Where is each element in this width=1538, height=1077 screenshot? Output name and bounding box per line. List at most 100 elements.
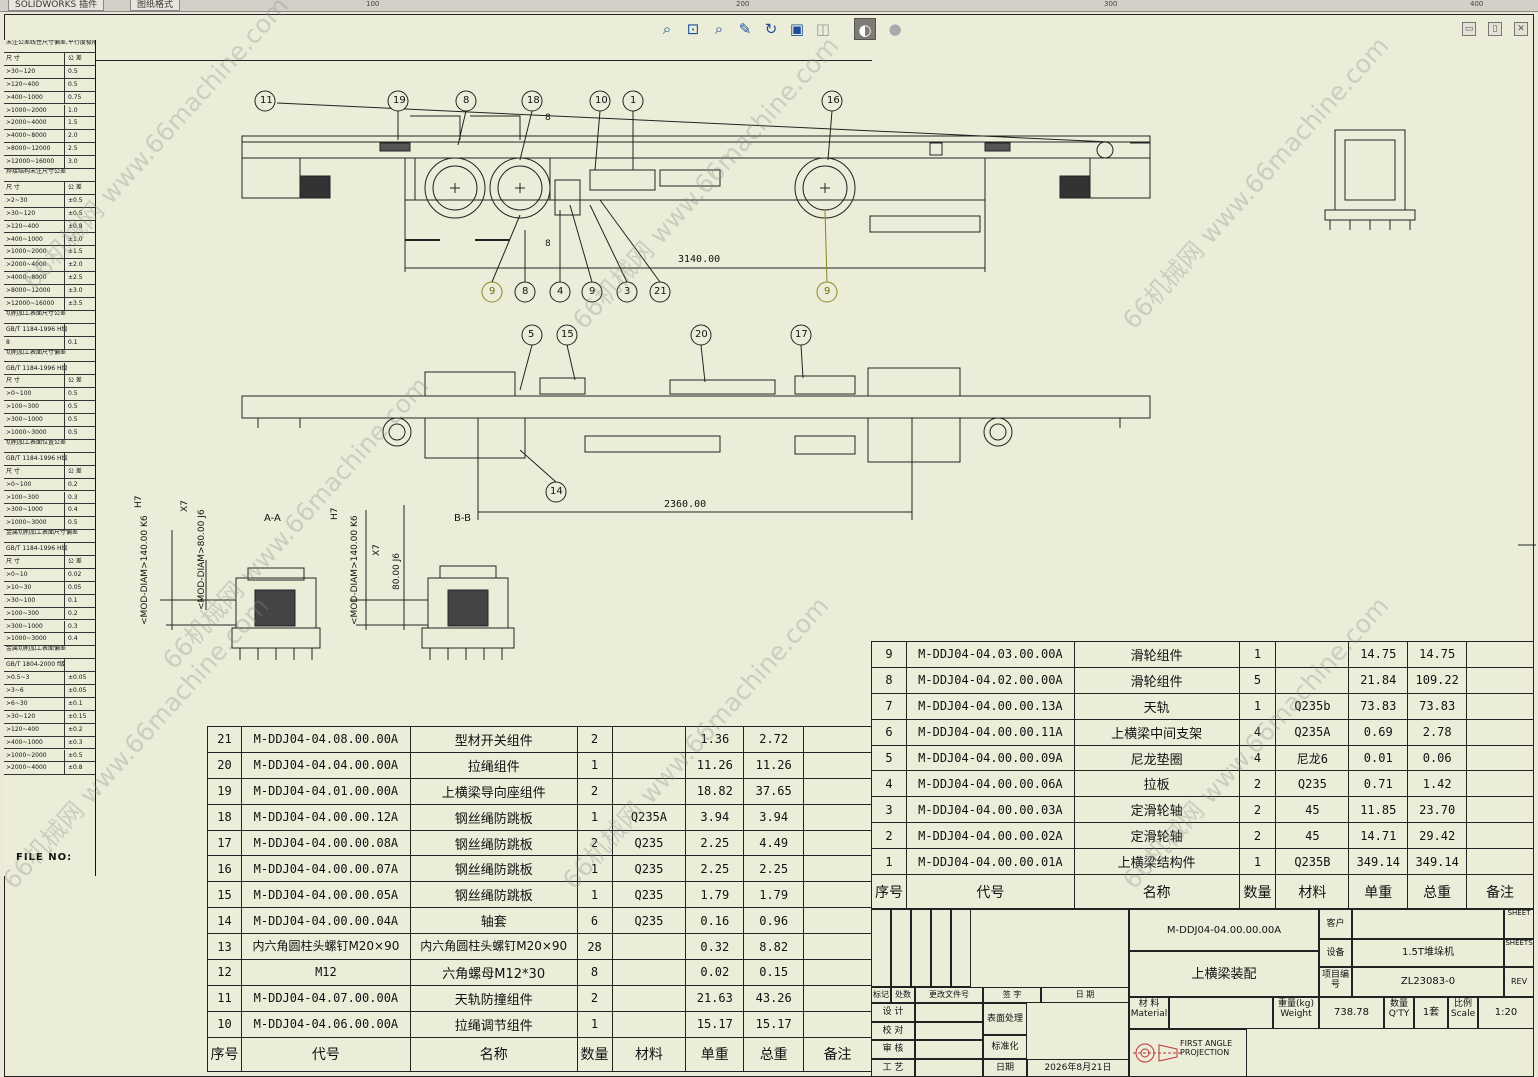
tolerance-value: ±2.5 [68,274,83,282]
bom-cell-material: Q235 [611,881,687,909]
dimension-2360[interactable]: 2360.00 [664,499,707,510]
bom-cell-material: Q235A [1275,718,1350,746]
tab-solidworks-addins[interactable]: SOLIDWORKS 插件 [8,0,105,11]
dimension-8-bottom[interactable]: 8 [545,239,551,249]
tolerance-value: ±0.05 [68,687,87,694]
tolerance-value: 0.5 [68,519,78,527]
material-label: 材 料 Material [1129,997,1169,1029]
tolerance-row: GB/T 1184-1996 H级 [4,362,95,376]
bom-cell-unit-weight: 11.85 [1348,796,1409,824]
tolerance-size: GB/T 1804-2000 f级 [6,661,66,669]
drawing-number: M-DDJ04-04.00.00.00A [1129,909,1319,951]
bom-cell-code: M-DDJ04-04.00.00.04A [240,907,411,935]
close-icon[interactable]: ✕ [1514,22,1528,36]
bom-cell-name: 拉绳组件 [409,751,578,779]
scale-value: 1:20 [1478,997,1534,1029]
sign-row-field[interactable] [915,1058,983,1077]
display-style-icon[interactable]: ▣ [789,20,805,38]
dimension-diam-80-b[interactable]: 80.00 J6 [392,552,402,590]
bom-cell-remark [803,881,872,909]
balloon-8: 8 [522,286,529,297]
bom-cell-total-weight: 349.14 [1407,848,1468,876]
bom-cell-unit-weight: 2.25 [685,829,745,857]
tolerance-size: >2000~4000 [6,119,47,127]
tolerance-size: >0~100 [6,480,32,488]
tile-icon[interactable]: ▯ [1488,22,1502,36]
bom-header-row: 序号代号名称数量材料单重总重备注 [871,874,1534,910]
tab-sheet-format[interactable]: 图纸格式 [130,0,181,11]
tolerance-size: >120~400 [6,725,39,733]
tolerance-value: ±1.0 [68,235,83,243]
appearance-icon[interactable]: ● [888,20,902,38]
tolerance-size: >120~400 [6,80,39,88]
bom-cell-material [611,984,687,1012]
tolerance-row: >2000~4000±2.0 [4,259,95,273]
column-divider [64,697,65,710]
tolerance-size: 尺 寸 [6,558,20,565]
zoom-to-fit-icon[interactable]: ⌕ [662,20,672,38]
top-view [241,367,1151,520]
rotate-view-icon[interactable]: ↻ [764,20,778,38]
zoom-in-out-icon[interactable]: ⌕ [714,20,724,38]
dimension-diam-140-b[interactable]: <MOD-DIAM>140.00 K6 [350,515,360,625]
bom-header-cell: 总重 [1407,874,1468,910]
tolerance-size: 尺 寸 [6,54,20,62]
view-orientation-icon[interactable]: ◫ [815,20,831,38]
bom-header-cell: 名称 [1073,874,1240,910]
dimension-diam-140-a[interactable]: <MOD-DIAM>140.00 K6 [140,515,150,625]
zoom-to-selection-icon[interactable]: ✎ [738,20,752,38]
bom-cell-item: 9 [871,641,907,668]
sign-row-field[interactable] [915,1040,983,1059]
column-divider [64,659,65,672]
zoom-to-area-icon[interactable]: ⊡ [686,20,700,38]
restore-icon[interactable]: ▭ [1462,22,1476,36]
balloon-9: 9 [489,286,496,297]
hide-show-icon[interactable]: ◐ [854,18,876,40]
dimension-8-top[interactable]: 8 [545,113,551,123]
column-divider [64,259,65,272]
drawing-title: 上横梁装配 [1129,951,1319,997]
column-divider [64,762,65,775]
column-divider [64,285,65,297]
bom-cell-remark [1466,641,1534,668]
dimension-diam-80-a[interactable]: <MOD-DIAM>80.00 J6 [197,509,207,610]
sign-row-field[interactable] [915,1003,983,1022]
sign-row-field[interactable] [915,1021,983,1040]
bom-cell-name: 定滑轮轴 [1073,822,1240,850]
bom-cell-total-weight: 1.79 [743,881,805,909]
tolerance-size: GB/T 1184-1996 H级 [6,364,68,372]
date-label: 日期 [983,1059,1027,1077]
dimension-3140[interactable]: 3140.00 [678,254,721,265]
balloon-14: 14 [550,486,563,497]
tolerance-size: >100~300 [6,403,39,411]
bom-header-cell: 备注 [1466,874,1534,910]
bom-cell-item: 19 [207,777,242,805]
bom-cell-qty: 2 [1238,822,1277,850]
revision-grid-cell [891,909,911,987]
